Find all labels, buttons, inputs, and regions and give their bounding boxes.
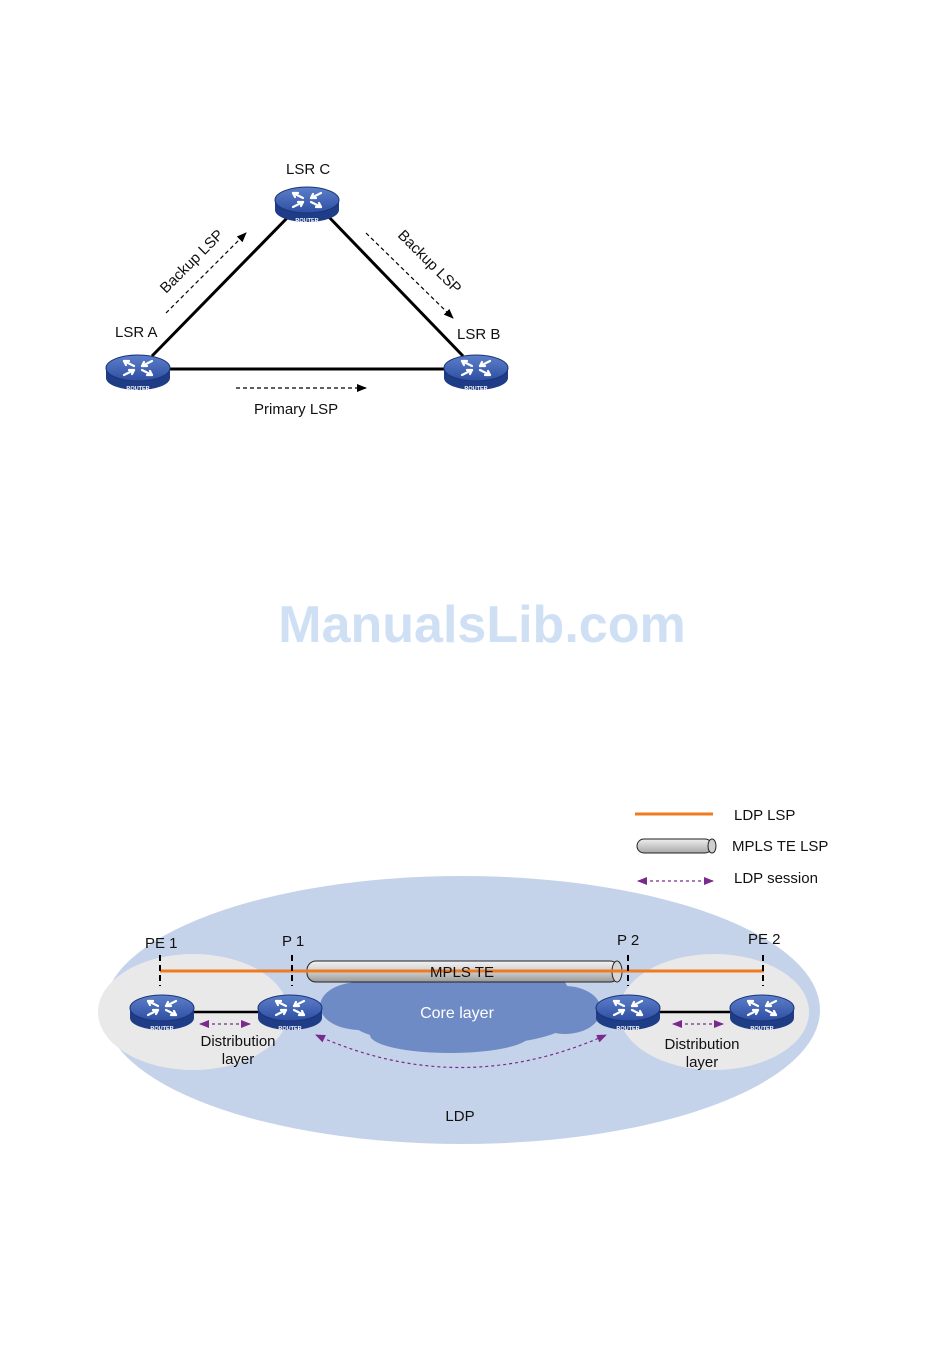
router-badge: ROUTER: [464, 386, 487, 392]
watermark: ManualsLib.com: [278, 596, 685, 654]
router-badge: ROUTER: [616, 1026, 639, 1032]
p1-label: P 1: [282, 933, 304, 950]
distribution-right-line2: layer: [686, 1054, 719, 1071]
router-badge: ROUTER: [126, 386, 149, 392]
distribution-left-line1: Distribution: [200, 1033, 275, 1050]
router-icon: ROUTER: [258, 995, 322, 1032]
distribution-left-line2: layer: [222, 1051, 255, 1068]
router-badge: ROUTER: [278, 1026, 301, 1032]
pe1-label: PE 1: [145, 935, 178, 952]
router-badge: ROUTER: [295, 218, 318, 224]
router-icon: ROUTER: [275, 187, 339, 224]
router-icon: ROUTER: [596, 995, 660, 1032]
lsr-b-label: LSR B: [457, 326, 500, 343]
router-icon: ROUTER: [130, 995, 194, 1032]
distribution-right-line1: Distribution: [664, 1036, 739, 1053]
lsr-a-label: LSR A: [115, 324, 158, 341]
router-icon: ROUTER: [444, 355, 508, 392]
primary-lsp-label: Primary LSP: [254, 401, 338, 418]
legend-mpls-te-label: MPLS TE LSP: [732, 838, 828, 855]
core-layer-label: Core layer: [420, 1005, 494, 1022]
router-icon: ROUTER: [106, 355, 170, 392]
legend-mpls-te-swatch: [637, 839, 716, 853]
router-badge: ROUTER: [750, 1026, 773, 1032]
legend: LDP LSP MPLS TE LSP LDP session: [635, 807, 828, 887]
legend-ldp-lsp-label: LDP LSP: [734, 807, 795, 824]
mpls-te-label: MPLS TE: [430, 964, 494, 981]
diagram-lsp-backup: ROUTER ROUTER ROUTER LSR C LSR A LSR B B…: [106, 161, 508, 418]
lsr-c-label: LSR C: [286, 161, 330, 178]
backup-lsp-label-right: Backup LSP: [394, 227, 464, 297]
legend-ldp-session-label: LDP session: [734, 870, 818, 887]
p2-label: P 2: [617, 932, 639, 949]
diagram-ldp-over-te: LDP LSP MPLS TE LSP LDP session Core lay…: [98, 807, 828, 1144]
ldp-domain-label: LDP: [445, 1108, 474, 1125]
pe2-label: PE 2: [748, 931, 781, 948]
router-badge: ROUTER: [150, 1026, 173, 1032]
router-icon: ROUTER: [730, 995, 794, 1032]
